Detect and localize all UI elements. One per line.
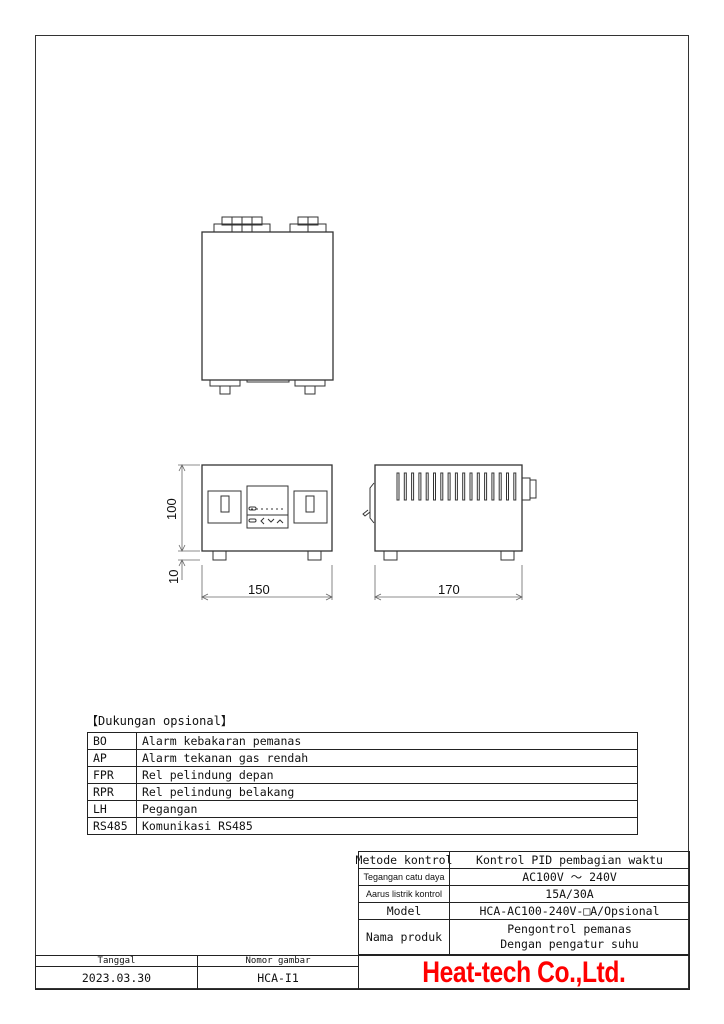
control-method: Kontrol PID pembagian waktu: [449, 851, 690, 869]
vent-slot: [418, 472, 422, 501]
option-code: FPR: [87, 766, 137, 784]
width-dimension: 150: [248, 582, 270, 597]
current-label-text: Aarus listrik kontrol: [365, 888, 443, 899]
company-name: Heat-tech Co.,Ltd.: [422, 956, 626, 989]
vent-slot: [462, 472, 466, 501]
model-text: HCA-AC100-240V-□A/Opsional: [479, 903, 660, 918]
drawing-no-text: HCA-I1: [257, 970, 299, 985]
vent-slot: [506, 472, 509, 501]
current-label: Aarus listrik kontrol: [358, 885, 450, 903]
product-line-2: Dengan pengatur suhu: [500, 937, 639, 951]
top-view: [201, 216, 334, 395]
current-text: 15A/30A: [545, 886, 594, 901]
vent-slot: [447, 472, 451, 501]
voltage: AC100V ～ 240V: [449, 868, 690, 886]
vent-slot: [484, 472, 488, 501]
option-desc: Pegangan: [136, 800, 638, 818]
option-code: AP: [87, 749, 137, 767]
depth-dimension: 170: [438, 582, 460, 597]
option-desc: Komunikasi RS485: [136, 817, 638, 835]
voltage-text: AC100V ～ 240V: [522, 869, 617, 884]
date-text: 2023.03.30: [81, 970, 152, 985]
option-code: LH: [87, 800, 137, 818]
control-method-label: Metode kontrol: [355, 851, 453, 869]
vent-slot: [425, 472, 429, 501]
drawing-no: HCA-I1: [197, 966, 359, 990]
height-dimension: 100: [164, 498, 179, 520]
product-label-text: Nama produk: [365, 929, 443, 944]
vent-slot: [403, 472, 407, 501]
option-code: RPR: [87, 783, 137, 801]
option-desc: Rel pelindung belakang: [136, 783, 638, 801]
date-label-text: Tanggal: [97, 956, 136, 966]
vent-slot: [396, 472, 400, 501]
control-method-label-text: Metode kontrol: [355, 852, 453, 867]
drawing-frame: [35, 35, 689, 989]
option-desc: Rel pelindung depan: [136, 766, 638, 784]
voltage-label-text: Tegangan catu daya: [363, 871, 445, 882]
company-logo: Heat-tech Co.,Ltd.: [358, 955, 690, 990]
vent-slot: [491, 472, 495, 501]
option-desc: Alarm tekanan gas rendah: [136, 749, 638, 767]
vent-slot: [513, 472, 517, 501]
product-label: Nama produk: [358, 919, 450, 955]
control-method-text: Kontrol PID pembagian waktu: [476, 852, 663, 867]
vent-slot: [454, 472, 458, 501]
drawing-no-label-text: Nomor gambar: [245, 956, 311, 966]
vent-slot: [433, 472, 436, 501]
vent-slot: [440, 472, 444, 501]
options-title: 【Dukungan opsional】: [86, 714, 233, 728]
model-label: Model: [358, 902, 450, 920]
current: 15A/30A: [449, 885, 690, 903]
front-view: [201, 464, 333, 561]
dimension-lines: [178, 464, 523, 601]
vent-slot: [498, 472, 502, 501]
side-view: [362, 464, 537, 561]
foot-dimension: 10: [166, 569, 181, 584]
vent-slot: [469, 472, 473, 501]
model: HCA-AC100-240V-□A/Opsional: [449, 902, 690, 920]
vent-slot: [476, 472, 480, 501]
model-label-text: Model: [386, 903, 422, 918]
date: 2023.03.30: [35, 966, 198, 990]
option-code: BO: [87, 732, 137, 750]
vent-slot: [411, 472, 415, 501]
voltage-label: Tegangan catu daya: [358, 868, 450, 886]
option-code: RS485: [87, 817, 137, 835]
product-line-1: Pengontrol pemanas: [507, 922, 632, 936]
option-desc: Alarm kebakaran pemanas: [136, 732, 638, 750]
